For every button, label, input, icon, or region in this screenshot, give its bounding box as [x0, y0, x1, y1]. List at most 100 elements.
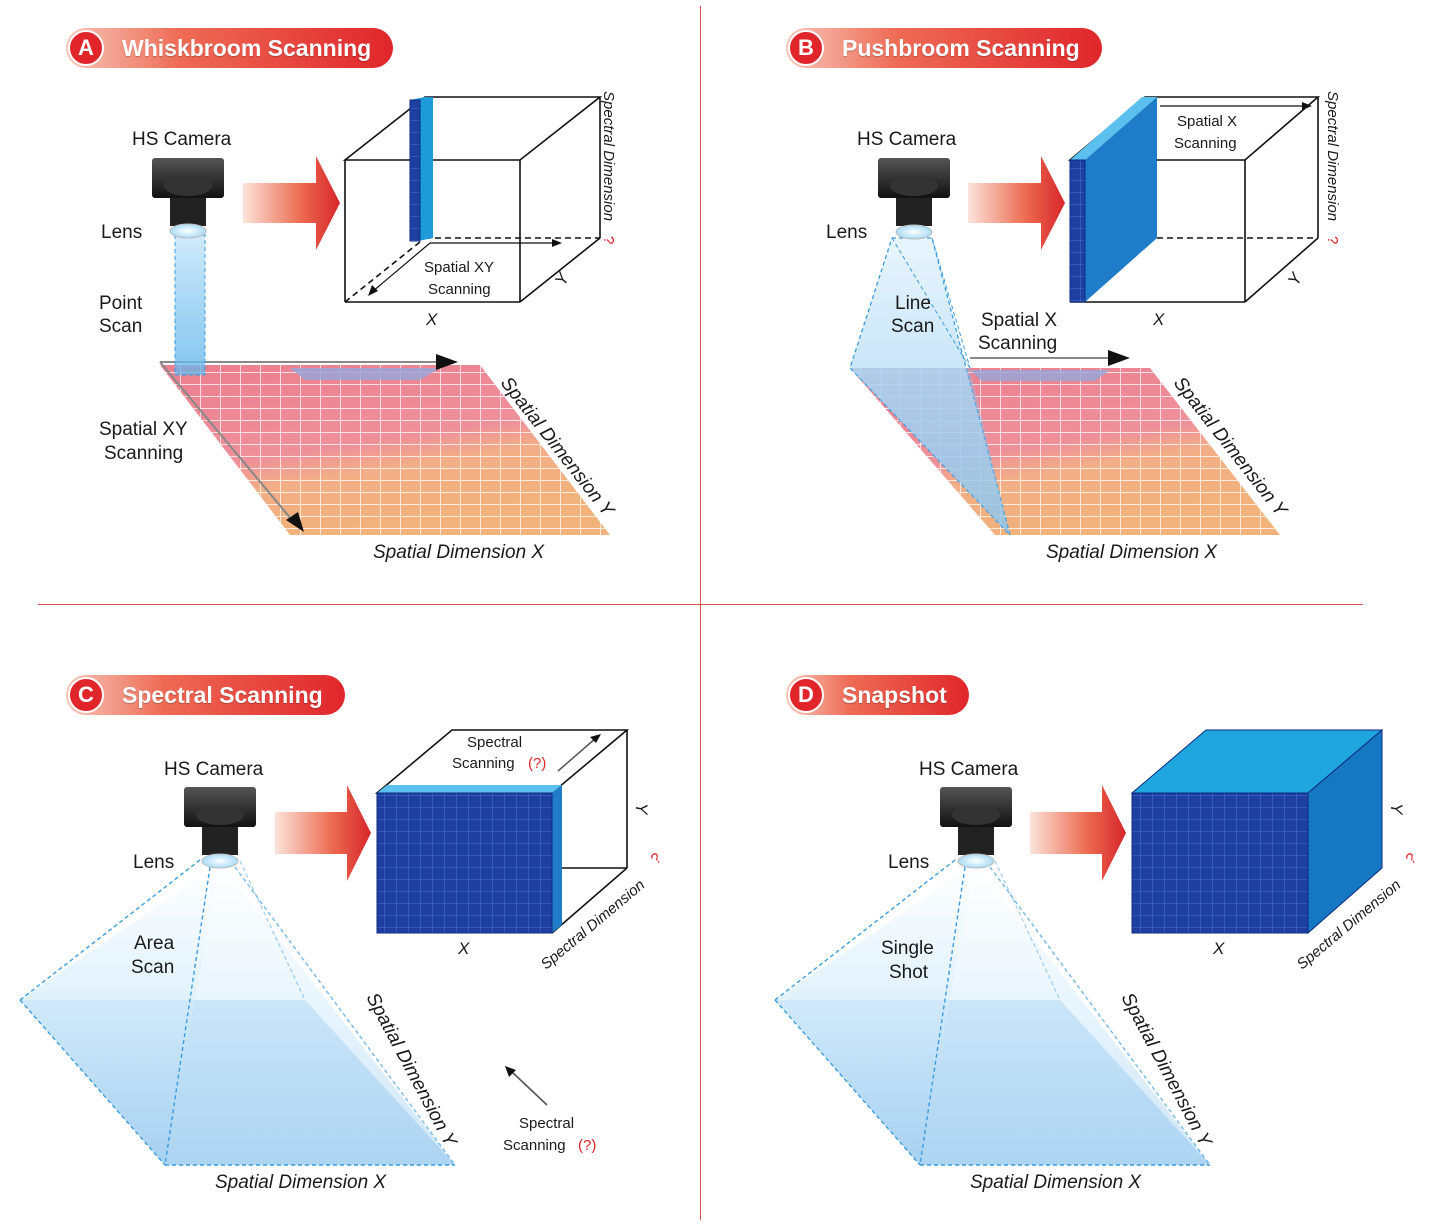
panel-a-data-cube — [342, 96, 603, 303]
panel-c-title-pill: C Spectral Scanning — [66, 675, 345, 715]
panel-c-scan-label-1: Area — [134, 933, 175, 954]
panel-c-letter-badge: C — [68, 677, 104, 713]
panel-a-diagram: HS Camera Lens Point Scan Spatial XY Sca… — [99, 91, 619, 563]
vertical-divider — [700, 6, 701, 1220]
panel-d-title: Snapshot — [842, 681, 947, 708]
panel-c-cube-y-label: Y — [632, 803, 651, 816]
panel-b-arrowhead — [1108, 350, 1130, 366]
panel-b-cube-scan-label-2: Scanning — [1174, 135, 1237, 152]
panel-b-cube-y-label: Y — [1284, 268, 1307, 289]
panel-b-title-pill: B Pushbroom Scanning — [786, 28, 1102, 68]
panel-a-cube-arrowhead-y — [368, 285, 378, 296]
panel-a-flow-arrow — [243, 156, 340, 250]
panel-a-cube-x-label: X — [425, 310, 438, 329]
horizontal-divider — [38, 604, 1363, 605]
panel-c-cube-q-mark: ? — [648, 850, 665, 868]
panel-b-scanning-label-2: Scanning — [978, 333, 1057, 354]
panel-c-lens-label: Lens — [133, 852, 174, 873]
panel-a-letter-badge: A — [68, 30, 104, 66]
panel-a-scan-label-1: Point — [99, 293, 143, 314]
panel-a-scanning-label-2: Scanning — [104, 443, 183, 464]
panel-d-plane-x-label: Spatial Dimension X — [970, 1172, 1142, 1193]
panel-a-cube-q-mark: ? — [600, 236, 617, 244]
panel-b-lens-label: Lens — [826, 222, 867, 243]
panel-c-cube-arrowhead — [590, 734, 601, 743]
panel-b-camera-label: HS Camera — [857, 129, 957, 150]
panel-a-xy-scan-arrows — [159, 361, 440, 521]
panel-a-cube-arrowhead-x — [552, 239, 562, 247]
panel-snapshot: D Snapshot HS Camera Lens Single Shot — [720, 615, 1440, 1230]
panel-b-camera-icon — [878, 158, 950, 240]
panel-a-cube-scan-label-2: Scanning — [428, 281, 491, 298]
panel-d-camera-label: HS Camera — [919, 759, 1019, 780]
panel-a-scan-label-2: Scan — [99, 316, 142, 337]
panel-a-lens-label: Lens — [101, 222, 142, 243]
panel-d-scan-label-1: Single — [881, 938, 934, 959]
panel-c-diagram: HS Camera Lens Area Scan Spectral Scanni… — [19, 729, 665, 1193]
panel-d-single-shot-cone — [774, 859, 1211, 1166]
panel-a-cube-scan-label-1: Spatial XY — [424, 259, 494, 276]
panel-c-side-arrowhead — [505, 1066, 516, 1077]
panel-a-cube-y-label: Y — [551, 268, 574, 289]
panel-c-scan-label-2: Scan — [131, 957, 174, 978]
panel-c-camera-label: HS Camera — [164, 759, 264, 780]
panel-c-cube-q: (?) — [528, 755, 546, 772]
panel-a-title: Whiskbroom Scanning — [122, 34, 372, 61]
panel-whiskbroom: A Whiskbroom Scanning HS Camera Lens Poi… — [0, 0, 720, 615]
panel-a-camera-icon — [152, 158, 224, 239]
panel-a-point-beam — [174, 234, 206, 376]
panel-b-plane-x-label: Spatial Dimension X — [1046, 542, 1218, 563]
panel-c-cube-x-label: X — [457, 939, 470, 958]
panel-c-data-cube — [374, 729, 630, 934]
panel-c-flow-arrow — [275, 785, 371, 881]
panel-a-scene-plane — [160, 365, 610, 535]
panel-d-diagram: HS Camera Lens Single Shot X Y Spectral … — [774, 728, 1420, 1193]
panel-a-title-pill: A Whiskbroom Scanning — [66, 28, 394, 68]
panel-b-cube-spectral-label: Spectral Dimension — [1324, 91, 1341, 221]
panel-spectral-scanning: C Spectral Scanning HS Camera Lens Area … — [0, 615, 720, 1230]
panel-pushbroom: B Pushbroom Scanning HS Camera Lens Line… — [720, 0, 1440, 615]
panel-c-title: Spectral Scanning — [122, 681, 323, 708]
panel-b-scan-label-1: Line — [895, 293, 931, 314]
panel-b-cube-x-label: X — [1152, 310, 1165, 329]
panel-a-plane-x-label: Spatial Dimension X — [373, 542, 545, 563]
panel-b-letter-badge: B — [788, 30, 824, 66]
panel-a-pixel-column — [409, 97, 433, 242]
panel-c-cube-scan-arrow — [557, 737, 597, 772]
panel-a-cube-scan-arrows — [371, 242, 555, 293]
panel-d-data-cube — [1130, 728, 1384, 935]
panel-c-camera-icon — [184, 787, 256, 869]
panel-b-cube-arrowhead — [1302, 102, 1312, 110]
panel-c-side-scan-arrow — [511, 1071, 548, 1106]
panel-c-side-scan-label-1: Spectral — [519, 1115, 574, 1132]
panel-a-scanning-label-1: Spatial XY — [99, 419, 188, 440]
panel-c-plane-x-label: Spatial Dimension X — [215, 1172, 387, 1193]
panel-d-camera-icon — [940, 787, 1012, 869]
panel-a-cube-spectral-label: Spectral Dimension — [600, 91, 617, 221]
panel-b-cube-q-mark: ? — [1324, 236, 1341, 244]
panel-b-title: Pushbroom Scanning — [842, 34, 1080, 61]
panel-d-flow-arrow — [1030, 785, 1126, 881]
panel-a-arrowhead-y — [286, 512, 304, 532]
panel-c-cube-scan-label-1: Spectral — [467, 734, 522, 751]
panel-a-arrowhead-x — [436, 354, 458, 370]
panel-d-lens-label: Lens — [888, 852, 929, 873]
panel-c-side-q: (?) — [578, 1137, 596, 1154]
panel-b-cube-scan-label-1: Spatial X — [1177, 113, 1237, 130]
panel-d-cube-q-mark: ? — [1403, 850, 1420, 868]
panel-d-scan-label-2: Shot — [889, 962, 929, 983]
panel-b-scanning-label-1: Spatial X — [981, 310, 1057, 331]
panel-b-diagram: HS Camera Lens Line Scan Spatial X Scann… — [826, 91, 1341, 563]
panel-a-camera-label: HS Camera — [132, 129, 232, 150]
panel-d-cube-y-label: Y — [1387, 803, 1406, 816]
panel-c-side-scan-label-2: Scanning — [503, 1137, 566, 1154]
panel-b-line-beam — [849, 237, 1012, 538]
panel-d-cube-x-label: X — [1212, 939, 1225, 958]
panel-b-pixel-slab — [1069, 97, 1157, 303]
panel-b-flow-arrow — [968, 156, 1065, 250]
panel-d-letter-badge: D — [788, 677, 824, 713]
panel-c-cube-scan-label-2: Scanning — [452, 755, 515, 772]
panel-b-scan-label-2: Scan — [891, 316, 934, 337]
panel-d-title-pill: D Snapshot — [786, 675, 969, 715]
panel-c-area-cone — [19, 859, 456, 1166]
